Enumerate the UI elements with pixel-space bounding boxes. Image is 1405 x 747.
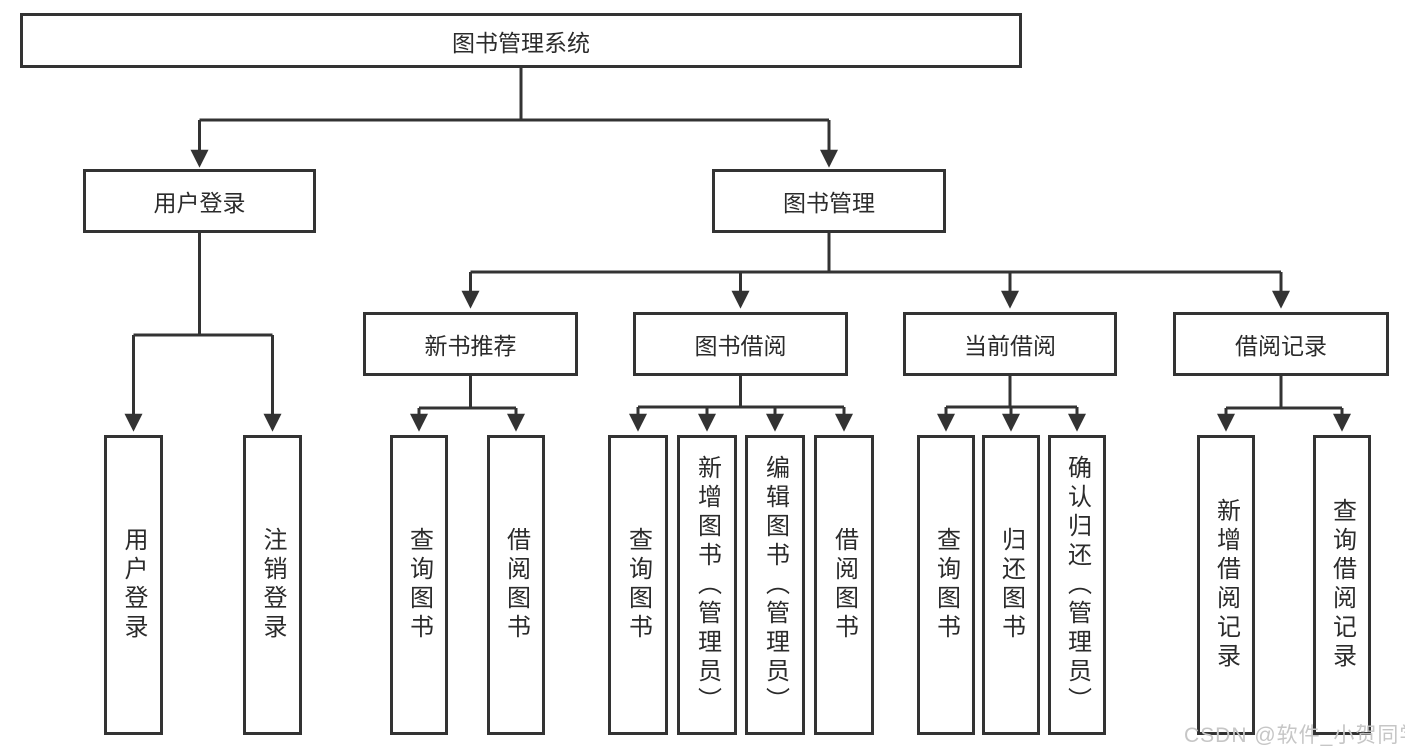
node-leaf-query-books-3-label: 查询图书 — [932, 527, 960, 643]
connector-new-rec-branch — [419, 376, 516, 410]
node-user-login-label: 用户登录 — [153, 190, 246, 216]
connector-user-login-branch — [133, 233, 273, 337]
connector-book-mgmt-branch — [470, 233, 1281, 274]
node-leaf-edit-books-admin: 编辑图书（管理员） — [745, 435, 805, 735]
csdn-watermark: CSDN @软件_小贺同学 — [1184, 724, 1405, 747]
node-current-borrowing: 当前借阅 — [903, 312, 1117, 376]
node-leaf-user-login: 用户登录 — [104, 435, 163, 735]
node-leaf-confirm-return-admin: 确认归还（管理员） — [1048, 435, 1106, 735]
node-leaf-add-borrow-record: 新增借阅记录 — [1197, 435, 1255, 735]
node-current-borrowing-label: 当前借阅 — [964, 333, 1056, 359]
node-leaf-return-books-label: 归还图书 — [997, 527, 1025, 643]
node-leaf-borrow-books-2-label: 借阅图书 — [830, 527, 858, 643]
node-user-login: 用户登录 — [83, 169, 316, 233]
node-leaf-query-books-3: 查询图书 — [917, 435, 975, 735]
node-root-label: 图书管理系统 — [452, 29, 590, 56]
node-leaf-add-books-admin: 新增图书（管理员） — [677, 435, 737, 735]
node-leaf-logout-label: 注销登录 — [259, 527, 286, 643]
node-leaf-query-books-1-label: 查询图书 — [405, 527, 433, 643]
node-leaf-borrow-books-1: 借阅图书 — [487, 435, 545, 735]
connector-current-borrow-branch — [946, 376, 1077, 409]
node-leaf-logout: 注销登录 — [243, 435, 302, 735]
node-borrowing-records: 借阅记录 — [1173, 312, 1389, 376]
node-leaf-borrow-books-1-label: 借阅图书 — [502, 527, 530, 643]
node-book-borrowing-label: 图书借阅 — [694, 333, 787, 359]
node-leaf-add-books-admin-label: 新增图书（管理员） — [693, 454, 721, 716]
node-leaf-query-borrow-record-label: 查询借阅记录 — [1328, 498, 1356, 672]
node-new-book-recommendation: 新书推荐 — [363, 312, 578, 376]
node-leaf-user-login-label: 用户登录 — [120, 527, 147, 643]
connector-book-borrow-branch — [638, 376, 844, 409]
node-leaf-return-books: 归还图书 — [982, 435, 1040, 735]
node-book-management: 图书管理 — [712, 169, 946, 233]
connector-root-branch — [199, 68, 829, 122]
node-book-management-label: 图书管理 — [783, 190, 875, 216]
node-leaf-query-borrow-record: 查询借阅记录 — [1313, 435, 1371, 735]
node-leaf-query-books-2-label: 查询图书 — [624, 527, 652, 643]
node-leaf-query-books-1: 查询图书 — [390, 435, 448, 735]
connector-borrow-records-branch — [1226, 376, 1342, 410]
node-leaf-query-books-2: 查询图书 — [608, 435, 668, 735]
node-leaf-add-borrow-record-label: 新增借阅记录 — [1212, 498, 1240, 672]
node-borrowing-records-label: 借阅记录 — [1235, 333, 1327, 359]
node-leaf-borrow-books-2: 借阅图书 — [814, 435, 874, 735]
node-new-book-recommendation-label: 新书推荐 — [424, 333, 517, 359]
node-book-borrowing: 图书借阅 — [633, 312, 848, 376]
node-leaf-edit-books-admin-label: 编辑图书（管理员） — [761, 454, 789, 716]
node-root-library-system: 图书管理系统 — [20, 13, 1022, 68]
node-leaf-confirm-return-admin-label: 确认归还（管理员） — [1063, 454, 1091, 716]
